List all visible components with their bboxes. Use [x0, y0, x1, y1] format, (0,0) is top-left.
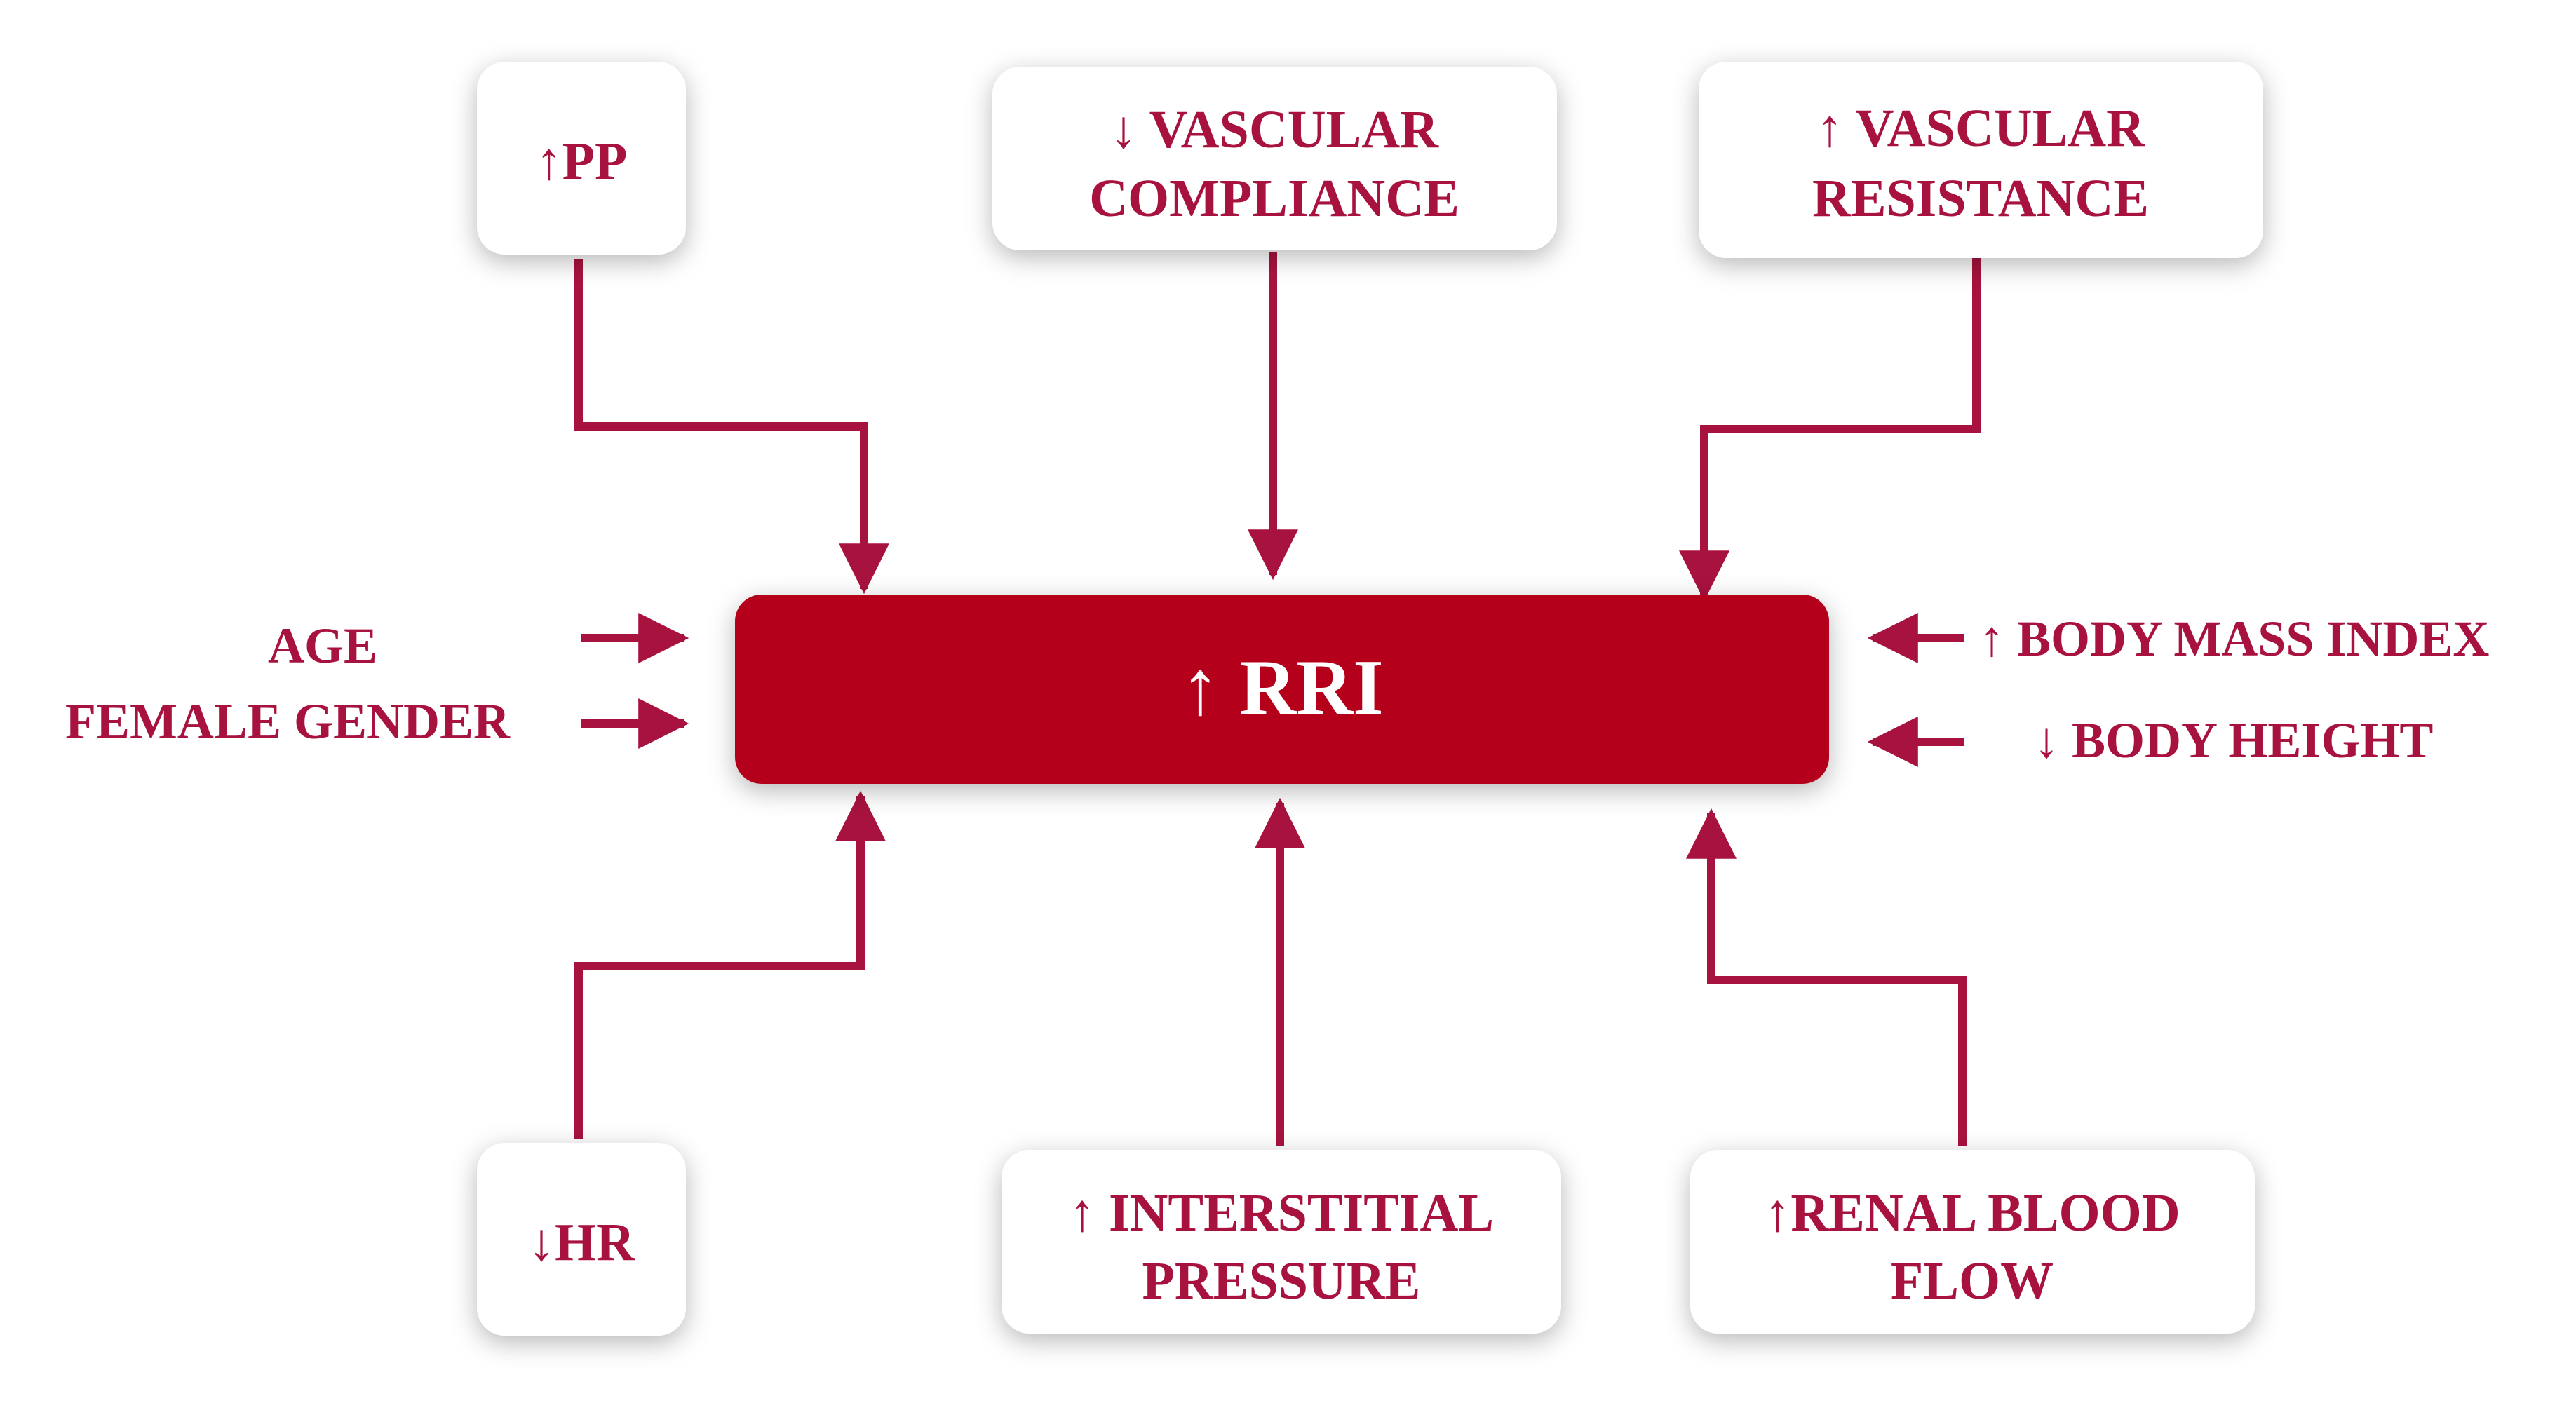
hr-down-arrow-icon: ↓ [528, 1213, 555, 1272]
interstitial-pressure-line1: INTERSTITIAL [1109, 1184, 1494, 1242]
svg-text:↑RENAL BLOOD: ↑RENAL BLOOD [1764, 1184, 2180, 1242]
vascular-compliance-down-arrow-icon: ↓ [1110, 100, 1137, 159]
box-vascular-resistance: ↑ VASCULAR RESISTANCE [1699, 62, 2263, 258]
box-interstitial-pressure: ↑ INTERSTITIAL PRESSURE [1002, 1150, 1561, 1334]
pp-label: PP [562, 132, 628, 191]
svg-text:↓ VASCULAR: ↓ VASCULAR [1110, 100, 1439, 159]
female-gender-label: FEMALE GENDER [65, 693, 511, 750]
box-hr: ↓HR [477, 1143, 686, 1336]
renal-blood-flow-line2: FLOW [1891, 1252, 2054, 1310]
svg-text:↑ BODY MASS INDEX: ↑ BODY MASS INDEX [1979, 611, 2489, 667]
body-height-down-arrow-icon: ↓ [2034, 712, 2059, 768]
connector-renal-blood-flow-to-rri [1686, 808, 1967, 1146]
bmi-label: BODY MASS INDEX [2017, 611, 2489, 667]
box-vascular-compliance: ↓ VASCULAR COMPLIANCE [992, 67, 1557, 250]
svg-text:↓ BODY HEIGHT: ↓ BODY HEIGHT [2034, 712, 2433, 768]
connector-hr-to-rri [574, 790, 886, 1139]
box-renal-blood-flow: ↑RENAL BLOOD FLOW [1690, 1150, 2255, 1334]
interstitial-pressure-line2: PRESSURE [1142, 1252, 1421, 1310]
vascular-resistance-up-arrow-icon: ↑ [1816, 99, 1843, 158]
vascular-resistance-line1: VASCULAR [1856, 99, 2146, 158]
hr-label: HR [555, 1213, 635, 1272]
bmi-up-arrow-icon: ↑ [1979, 611, 2004, 667]
rri-box: ↑ RRI [735, 595, 1829, 784]
svg-text:↑PP: ↑PP [536, 132, 628, 191]
body-height-label: BODY HEIGHT [2072, 712, 2433, 768]
svg-text:↓HR: ↓HR [528, 1213, 635, 1272]
connectors [574, 252, 1981, 1146]
box-pp: ↑PP [477, 62, 686, 255]
vascular-resistance-line2: RESISTANCE [1812, 169, 2149, 228]
vascular-compliance-line1: VASCULAR [1149, 100, 1440, 159]
renal-blood-flow-line1: RENAL BLOOD [1791, 1184, 2180, 1242]
pp-up-arrow-icon: ↑ [536, 132, 562, 191]
age-label: AGE [268, 618, 377, 674]
svg-text:↑ INTERSTITIAL: ↑ INTERSTITIAL [1069, 1184, 1494, 1242]
renal-blood-flow-up-arrow-icon: ↑ [1764, 1184, 1791, 1242]
svg-text:↑ RRI: ↑ RRI [1180, 644, 1383, 731]
rri-label: RRI [1239, 644, 1383, 731]
rri-arrow-icon: ↑ [1180, 644, 1220, 731]
connector-pp-to-rri [574, 259, 889, 595]
interstitial-pressure-up-arrow-icon: ↑ [1069, 1184, 1095, 1242]
connector-vascular-resistance-to-rri [1679, 256, 1981, 602]
vascular-compliance-line2: COMPLIANCE [1089, 169, 1459, 228]
svg-text:↑ VASCULAR: ↑ VASCULAR [1816, 99, 2145, 158]
